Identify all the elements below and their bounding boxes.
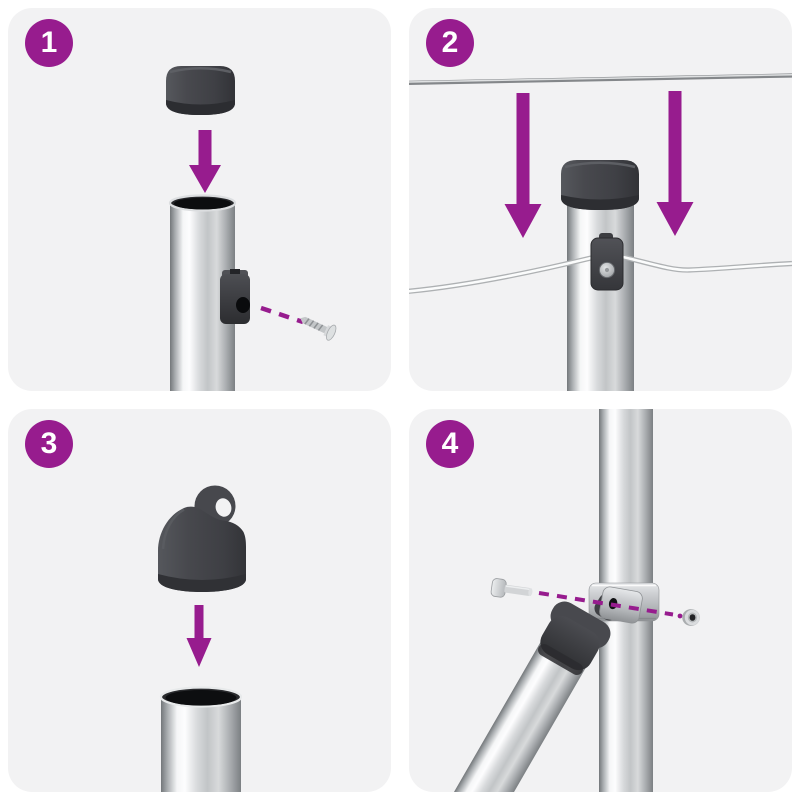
step-1-badge: 1	[25, 19, 73, 67]
end-cap	[166, 66, 235, 115]
top-wire	[409, 73, 792, 85]
diagonal-brace	[441, 613, 603, 792]
step-1-number: 1	[40, 26, 58, 59]
step-2-badge: 2	[426, 19, 474, 67]
down-arrow-right	[656, 91, 694, 236]
down-arrow	[186, 605, 212, 667]
step-4-badge: 4	[426, 420, 474, 468]
nut	[682, 609, 700, 626]
bolt	[490, 578, 533, 598]
step-3-number: 3	[40, 427, 58, 460]
down-arrow	[189, 130, 221, 193]
eyelet-cap	[158, 485, 246, 592]
open-pole-tube	[159, 686, 243, 792]
step-2-number: 2	[441, 26, 459, 59]
step-3-badge: 3	[25, 420, 73, 468]
alignment-dashes	[260, 305, 304, 325]
brace-fitting	[538, 601, 611, 676]
wire-clamp	[590, 233, 624, 291]
fastening-dashed-line	[538, 591, 683, 619]
bracket-flange	[599, 586, 643, 624]
step-panel-3: 3	[8, 409, 391, 792]
hook-clamp	[220, 269, 250, 324]
pole	[567, 204, 634, 391]
end-cap	[561, 160, 639, 210]
step-3-illustration	[158, 485, 246, 792]
step-panel-4: 4	[409, 409, 792, 792]
down-arrow-left	[504, 93, 542, 238]
screw	[300, 316, 337, 341]
step-1-illustration	[166, 66, 337, 391]
step-2-illustration	[409, 73, 792, 391]
step-4-number: 4	[441, 427, 459, 460]
step-4-illustration	[441, 409, 700, 792]
threaded-wire	[409, 254, 792, 294]
step-panel-1: 1	[8, 8, 391, 391]
step-panel-2: 2	[409, 8, 792, 391]
